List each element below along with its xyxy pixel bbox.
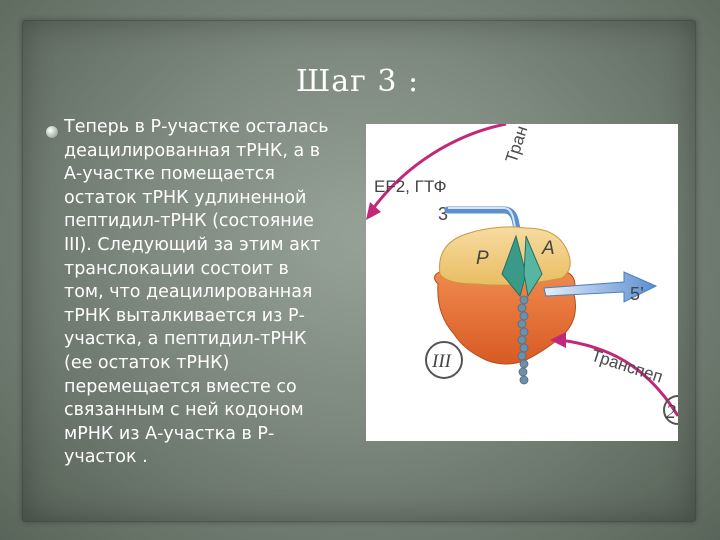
- state-badge-label: III: [431, 351, 453, 372]
- peptidyl-chain-highlight: [448, 207, 521, 253]
- a-site-label: A: [541, 238, 555, 259]
- translocation-arrow-top: [370, 124, 507, 211]
- state-badge-circle: [425, 341, 463, 379]
- slide-body-text: Теперь в Р-участке осталась деацилирован…: [64, 117, 329, 468]
- translocation-arrow-top-head: [366, 202, 381, 220]
- step-number: 2: [666, 401, 676, 423]
- ribosome-figure: Тран EF2, ГТФ 3’ P A 5’: [366, 124, 678, 441]
- trna-a-site: [523, 235, 543, 298]
- top-arrow-label: Тран: [502, 124, 532, 165]
- p-site-label: P: [476, 248, 489, 269]
- slide-title: Шаг 3 :: [296, 64, 420, 99]
- ribosome-diagram: Тран EF2, ГТФ 3’ P A 5’: [366, 124, 678, 425]
- step-number-circle: [663, 395, 678, 425]
- transpeptidation-arrow: [559, 338, 678, 417]
- transpeptidation-arrow-head: [550, 332, 566, 348]
- trna-p-site: [501, 234, 527, 298]
- bullet-icon: [46, 126, 58, 138]
- nascent-peptide-beads: [517, 295, 529, 385]
- mrna-arrow: [543, 271, 658, 303]
- five-prime-label: 5’: [630, 284, 644, 304]
- ef2-gtp-label: EF2, ГТФ: [374, 177, 447, 196]
- bottom-arrow-label: Транспеп: [589, 346, 665, 387]
